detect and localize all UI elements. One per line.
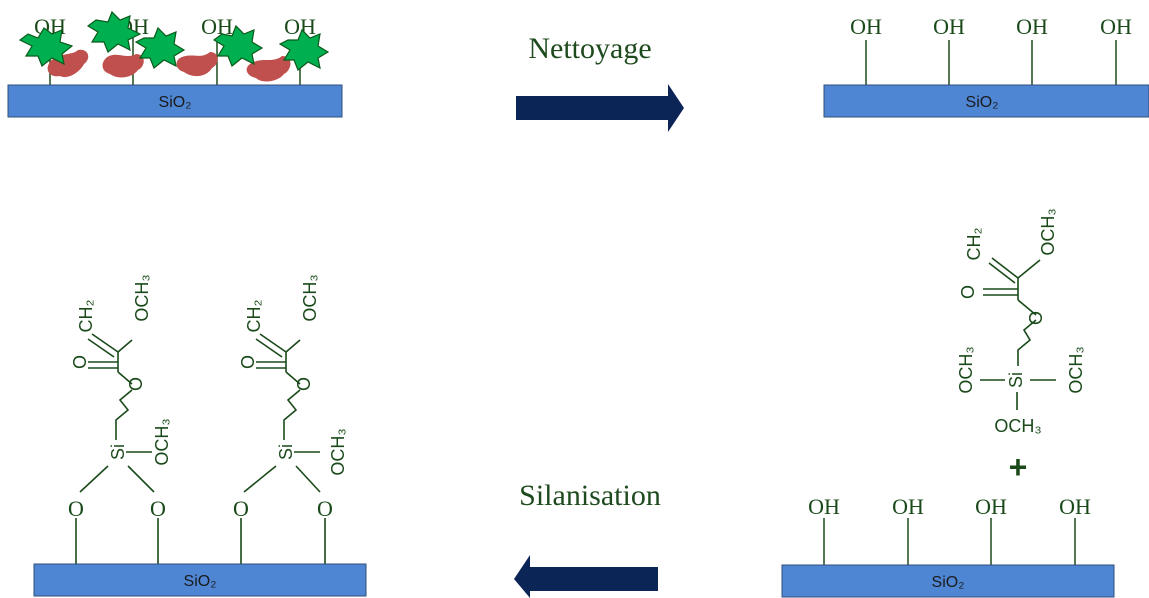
green-blob-icon bbox=[212, 24, 264, 67]
hydroxyl-label: OH bbox=[975, 494, 1007, 519]
methoxy-label: OCH₃ bbox=[328, 428, 348, 475]
substrate-bar bbox=[781, 564, 1115, 598]
panel-silane-reagent: CH₂ OCH₃ O O Si OCH₃ OCH₃ OCH₃ + OH OH O… bbox=[781, 208, 1115, 598]
silicon-label: Si bbox=[276, 444, 296, 460]
red-blob-icon bbox=[102, 54, 144, 78]
ester-oxygen-label: O bbox=[294, 377, 314, 391]
hydroxyl-stems bbox=[823, 518, 1076, 565]
cleaning-step: Nettoyage bbox=[516, 32, 684, 132]
grafted-silane bbox=[75, 333, 159, 564]
methoxy-label: OCH₃ bbox=[152, 418, 172, 465]
silanisation-step: Silanisation bbox=[514, 479, 661, 598]
methylene-label: CH₂ bbox=[964, 228, 984, 261]
ester-oxygen-label: O bbox=[126, 377, 146, 391]
substrate-label: SiO₂ bbox=[932, 574, 965, 591]
carbonyl-oxygen-label: O bbox=[70, 355, 90, 369]
methoxy-label: OCH₃ bbox=[956, 346, 976, 393]
methoxy-label: OCH₃ bbox=[1038, 208, 1058, 255]
hydroxyl-label: OH bbox=[1100, 14, 1132, 39]
green-blob-icon bbox=[134, 26, 186, 69]
grafted-silane bbox=[240, 333, 326, 564]
silicon-label: Si bbox=[108, 444, 128, 460]
plus-sign: + bbox=[1009, 449, 1028, 485]
siloxane-oxygen-label: O bbox=[233, 496, 249, 521]
carbonyl-oxygen-label: O bbox=[958, 285, 978, 299]
step-label-silanisation: Silanisation bbox=[519, 479, 661, 512]
siloxane-oxygen-label: O bbox=[150, 496, 166, 521]
red-blob-icon bbox=[176, 52, 218, 77]
substrate-label: SiO₂ bbox=[159, 94, 192, 111]
substrate-label: SiO₂ bbox=[184, 573, 217, 590]
hydroxyl-label: OH bbox=[933, 14, 965, 39]
silicon-label: Si bbox=[1006, 372, 1026, 388]
methylene-label: CH₂ bbox=[76, 300, 96, 333]
siloxane-oxygen-label: O bbox=[317, 496, 333, 521]
red-blob-icon bbox=[246, 56, 291, 82]
green-blob-icon bbox=[86, 10, 142, 53]
green-blob-icon bbox=[18, 27, 74, 67]
hydroxyl-labels: OH OH OH OH bbox=[850, 14, 1132, 39]
hydroxyl-label: OH bbox=[1059, 494, 1091, 519]
substrate-label: SiO₂ bbox=[966, 94, 999, 111]
methoxy-label: OCH₃ bbox=[300, 274, 320, 321]
hydroxyl-label: OH bbox=[808, 494, 840, 519]
block-arrow-icon bbox=[514, 555, 658, 598]
substrate-bar bbox=[7, 84, 343, 118]
step-label-cleaning: Nettoyage bbox=[528, 32, 651, 65]
hydroxyl-stems bbox=[865, 40, 1117, 85]
silane-molecule bbox=[980, 257, 1056, 410]
hydroxyl-label: OH bbox=[892, 494, 924, 519]
carbonyl-oxygen-label: O bbox=[238, 355, 258, 369]
methoxy-label: OCH₃ bbox=[132, 274, 152, 321]
hydroxyl-label: OH bbox=[850, 14, 882, 39]
substrate-bar bbox=[823, 84, 1149, 118]
methoxy-label: OCH₃ bbox=[1066, 346, 1086, 393]
methylene-label: CH₂ bbox=[244, 300, 264, 333]
panel-silanised-substrate: CH₂ OCH₃ O O Si OCH₃ O O bbox=[33, 274, 367, 597]
ester-oxygen-label: O bbox=[1026, 311, 1046, 325]
hydroxyl-labels: OH OH OH OH bbox=[808, 494, 1091, 519]
substrate-bar bbox=[33, 563, 367, 597]
panel-clean-substrate: OH OH OH OH SiO₂ bbox=[823, 14, 1149, 118]
green-blob-icon bbox=[278, 28, 330, 71]
methoxy-label: OCH₃ bbox=[994, 416, 1041, 436]
block-arrow-icon bbox=[516, 84, 684, 132]
panel-contaminated-substrate: OH OH OH OH SiO₂ bbox=[7, 10, 343, 118]
siloxane-oxygen-label: O bbox=[68, 496, 84, 521]
hydroxyl-label: OH bbox=[1016, 14, 1048, 39]
contaminants bbox=[18, 10, 330, 82]
